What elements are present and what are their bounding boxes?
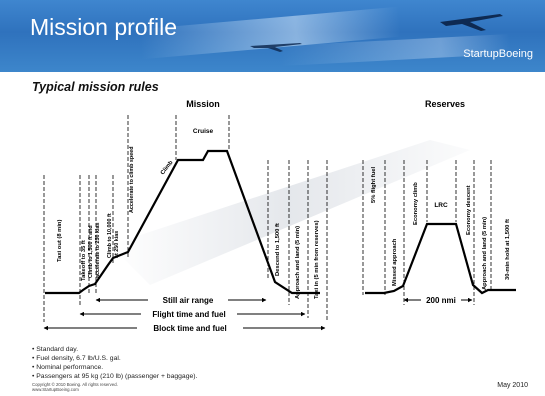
airplane-silhouettes bbox=[250, 14, 503, 52]
note-item: • Fuel density, 6.7 lb/U.S. gal. bbox=[32, 355, 121, 362]
phase-label: Taxi in (5 min from reserves) bbox=[314, 220, 320, 299]
phase-label: Economy climb bbox=[413, 182, 419, 225]
range-label: 200 nmi bbox=[426, 296, 456, 305]
footer-date: May 2010 bbox=[497, 382, 528, 389]
range-label: Block time and fuel bbox=[153, 324, 226, 333]
brand-label: StartupBoeing bbox=[463, 48, 533, 60]
phase-dividers bbox=[43, 115, 492, 322]
header-banner: Mission profile StartupBoeing bbox=[0, 0, 545, 72]
mission-profile-line bbox=[45, 149, 320, 295]
lrc-label: LRC bbox=[434, 202, 448, 209]
cruise-label: Cruise bbox=[193, 128, 214, 135]
copyright-text: Copyright © 2010 Boeing. All rights rese… bbox=[32, 382, 118, 387]
phase-label: Missed approach bbox=[392, 238, 398, 286]
reserves-profile-line bbox=[365, 222, 516, 295]
range-arrows bbox=[43, 297, 473, 331]
label-backdrop bbox=[137, 322, 243, 333]
reserves-phase-labels: 5% flight fuel Missed approach Economy c… bbox=[371, 167, 511, 290]
website-text: www.StartupBoeing.com bbox=[32, 387, 79, 392]
phase-label: Climb to 10,000 ft at 250 kias bbox=[107, 212, 120, 258]
mission-heading: Mission bbox=[186, 99, 220, 109]
phase-label: Approach and land (5 min) bbox=[482, 217, 488, 290]
note-item: • Standard day. bbox=[32, 346, 79, 353]
phase-label: Takeoff to 35 ft bbox=[81, 240, 87, 281]
airplane-icon bbox=[440, 14, 503, 31]
range-label: Flight time and fuel bbox=[152, 310, 225, 319]
phase-label: Climb to 1,500 ft and accelerate to 250 … bbox=[88, 223, 101, 278]
copyright: Copyright © 2010 Boeing. All rights rese… bbox=[32, 382, 118, 392]
phase-label: 5% flight fuel bbox=[371, 167, 377, 203]
reserves-heading: Reserves bbox=[425, 99, 465, 109]
phase-label: Taxi out (8 min) bbox=[57, 220, 63, 262]
airplane-icon bbox=[250, 43, 302, 52]
range-label: Still air range bbox=[163, 296, 214, 305]
phase-label: 30-min hold at 1,500 ft bbox=[505, 219, 511, 280]
note-item: • Nominal performance. bbox=[32, 364, 104, 371]
label-backdrop bbox=[421, 294, 461, 305]
phase-label: Approach and land (5 min) bbox=[295, 226, 301, 299]
background-watermark bbox=[110, 140, 470, 285]
phase-label: Descend to 1,500 ft bbox=[275, 223, 281, 276]
assumption-notes: • Standard day. • Fuel density, 6.7 lb/U… bbox=[32, 345, 197, 381]
phase-label: Accelerate to climb speed bbox=[129, 146, 135, 213]
note-item: • Passengers at 95 kg (210 lb) (passenge… bbox=[32, 373, 198, 380]
phase-label: Economy descent bbox=[466, 185, 472, 235]
label-backdrop bbox=[148, 294, 228, 305]
section-subtitle: Typical mission rules bbox=[32, 80, 159, 94]
page-title: Mission profile bbox=[30, 14, 177, 40]
label-backdrop bbox=[141, 308, 237, 319]
